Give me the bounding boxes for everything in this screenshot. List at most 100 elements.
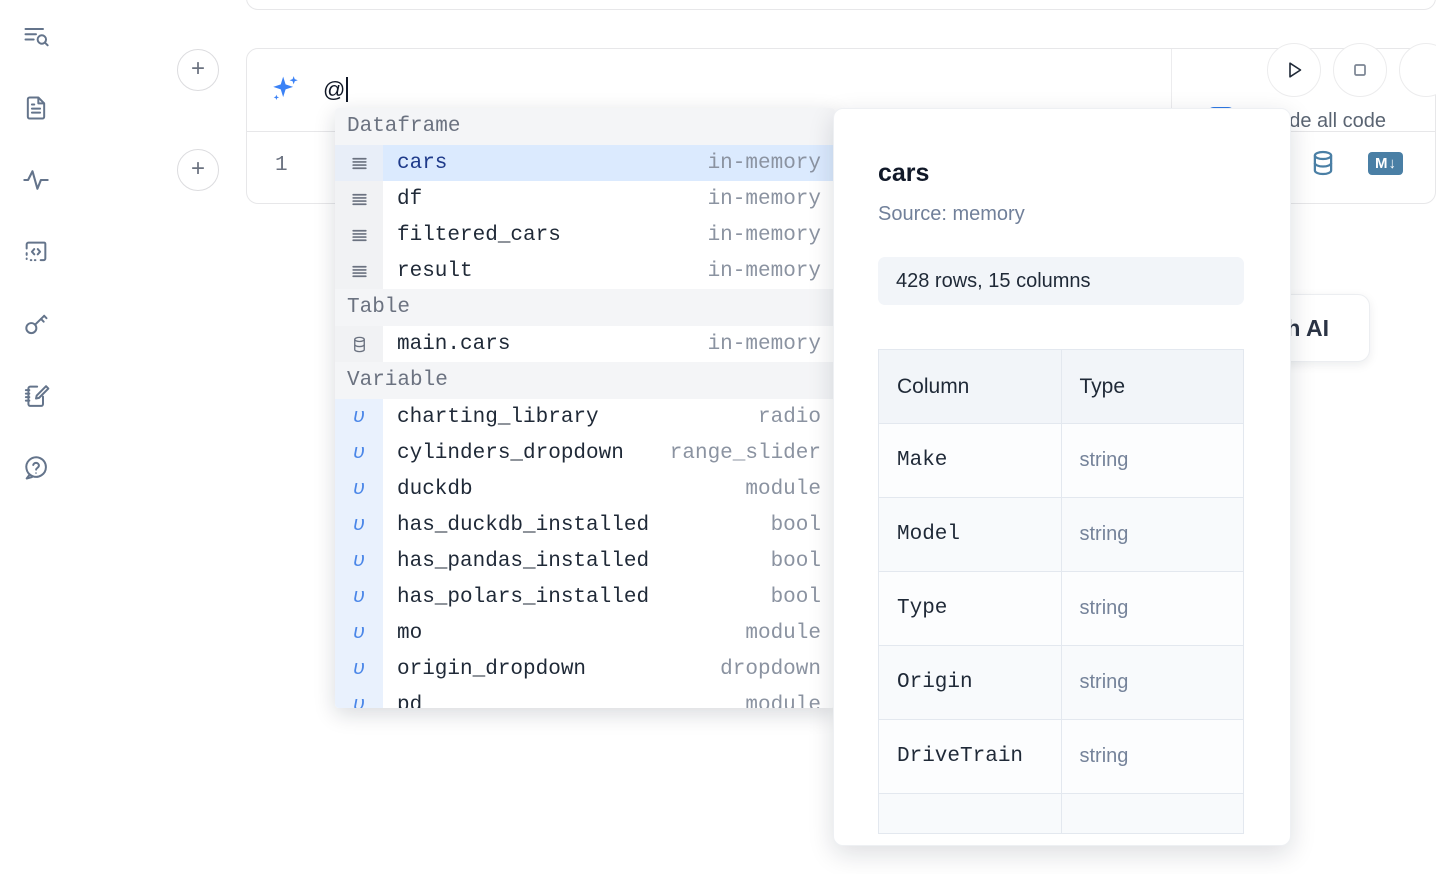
autocomplete-section-header: Table [335, 289, 835, 326]
autocomplete-item[interactable]: filtered_cars in-memory [335, 217, 835, 253]
autocomplete-item-name: duckdb [397, 477, 473, 501]
activity-pulse-icon[interactable] [14, 158, 58, 202]
autocomplete-item-name: has_duckdb_installed [397, 513, 650, 537]
variable-upsilon-icon: υ [335, 399, 383, 435]
autocomplete-item[interactable]: υ origin_dropdown dropdown [335, 651, 835, 687]
preview-column-name: Origin [878, 645, 1062, 720]
autocomplete-item[interactable]: υ has_duckdb_installed bool [335, 507, 835, 543]
markdown-badge[interactable]: M↓ [1368, 151, 1403, 175]
preview-column-name: DriveTrain [878, 719, 1062, 794]
add-cell-plus-icon: + [190, 54, 205, 82]
scratchpad-edit-icon[interactable] [14, 374, 58, 418]
variable-upsilon-icon: υ [335, 435, 383, 471]
autocomplete-item-name: result [397, 259, 473, 283]
code-snippets-icon[interactable] [14, 230, 58, 274]
database-icon[interactable] [1308, 148, 1338, 178]
help-chat-icon[interactable] [14, 446, 58, 490]
variable-upsilon-icon: υ [335, 687, 383, 708]
add-cell-plus-icon: + [190, 154, 205, 182]
left-icon-rail [0, 0, 72, 874]
cell-run-controls [1267, 43, 1436, 97]
dataframe-rows-icon [335, 217, 383, 253]
add-cell-button-bottom[interactable]: + [177, 149, 219, 191]
autocomplete-section-header: Dataframe [335, 108, 835, 145]
autocomplete-item-type: in-memory [707, 187, 821, 211]
autocomplete-item-name: df [397, 187, 423, 211]
more-options-button[interactable] [1399, 43, 1436, 97]
autocomplete-item-type: module [745, 477, 821, 501]
autocomplete-item-type: radio [757, 405, 821, 429]
preview-table-header-cell: Column [878, 349, 1062, 424]
autocomplete-item[interactable]: cars in-memory [335, 145, 835, 181]
generate-with-ai-label: h AI [1286, 314, 1329, 341]
preview-column-type [1060, 793, 1244, 834]
add-cell-button-top[interactable]: + [177, 49, 219, 91]
autocomplete-item[interactable]: df in-memory [335, 181, 835, 217]
autocomplete-item-name: pd [397, 693, 423, 709]
ai-prompt-input[interactable]: @ [247, 49, 1172, 131]
run-button[interactable] [1267, 43, 1321, 97]
cell-toolbar: M↓ [1308, 148, 1403, 178]
variable-upsilon-icon: υ [335, 615, 383, 651]
stop-button[interactable] [1333, 43, 1387, 97]
variable-upsilon-icon: υ [335, 651, 383, 687]
previous-cell-partial [246, 0, 1436, 10]
preview-shape-badge: 428 rows, 15 columns [878, 257, 1244, 305]
variable-upsilon-icon: υ [335, 507, 383, 543]
preview-column-name: Make [878, 423, 1062, 498]
autocomplete-item-type: module [745, 621, 821, 645]
preview-table-header-cell: Type [1060, 349, 1244, 424]
autocomplete-item-type: dropdown [720, 657, 821, 681]
autocomplete-item-name: mo [397, 621, 423, 645]
autocomplete-item-name: has_pandas_installed [397, 549, 650, 573]
autocomplete-item-name: cylinders_dropdown [397, 441, 624, 465]
autocomplete-item-name: filtered_cars [397, 223, 561, 247]
dataframe-rows-icon [335, 145, 383, 181]
explore-search-icon[interactable] [14, 14, 58, 58]
text-caret [346, 77, 349, 102]
autocomplete-item-type: bool [770, 585, 821, 609]
secrets-key-icon[interactable] [14, 302, 58, 346]
autocomplete-item-type: in-memory [707, 259, 821, 283]
preview-column-type: string [1060, 571, 1244, 646]
markdown-badge-letter: M [1375, 154, 1388, 172]
autocomplete-item-name: main.cars [397, 332, 511, 356]
sparkle-icon [269, 73, 303, 107]
notebook-file-icon[interactable] [14, 86, 58, 130]
autocomplete-item-name: cars [397, 151, 448, 175]
preview-column-type: string [1060, 719, 1244, 794]
autocomplete-item-type: in-memory [707, 151, 821, 175]
preview-column-name: Model [878, 497, 1062, 572]
autocomplete-item-type: module [745, 693, 821, 709]
dataframe-preview-panel: cars Source: memory 428 rows, 15 columns… [833, 108, 1291, 846]
autocomplete-item[interactable]: result in-memory [335, 253, 835, 289]
preview-source: Source: memory [878, 203, 1025, 225]
autocomplete-item-type: bool [770, 513, 821, 537]
variable-upsilon-icon: υ [335, 543, 383, 579]
autocomplete-item-name: origin_dropdown [397, 657, 587, 681]
line-number: 1 [275, 154, 288, 177]
variable-upsilon-icon: υ [335, 471, 383, 507]
preview-title: cars [878, 159, 930, 187]
autocomplete-section-header: Variable [335, 362, 835, 399]
preview-column-name [878, 793, 1062, 834]
ai-prompt-text-wrapper: @ [323, 77, 349, 103]
autocomplete-item-type: in-memory [707, 223, 821, 247]
